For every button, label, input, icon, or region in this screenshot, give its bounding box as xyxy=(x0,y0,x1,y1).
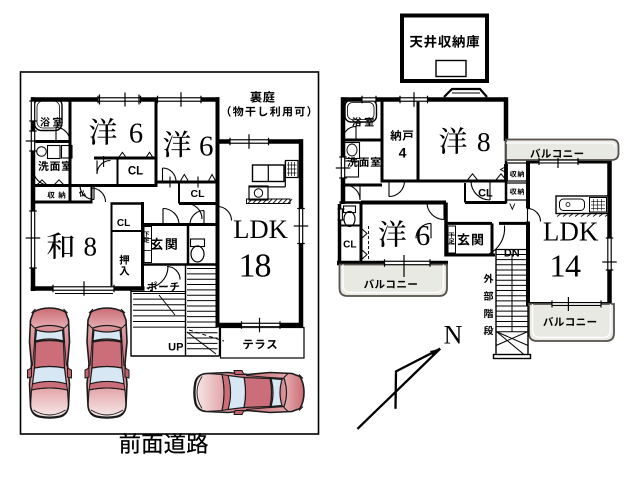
svg-text:14: 14 xyxy=(550,248,582,284)
svg-text:CL: CL xyxy=(191,188,206,200)
svg-text:CL: CL xyxy=(117,218,130,229)
svg-text:CL: CL xyxy=(128,165,143,177)
svg-text:DN: DN xyxy=(504,248,520,260)
svg-text:8: 8 xyxy=(84,231,98,261)
svg-text:LDK: LDK xyxy=(543,216,599,246)
svg-text:6: 6 xyxy=(199,130,214,162)
svg-text:8: 8 xyxy=(477,126,491,157)
svg-text:UP: UP xyxy=(168,342,183,354)
svg-text:6: 6 xyxy=(416,220,431,252)
svg-text:18: 18 xyxy=(239,248,271,285)
svg-text:LDK: LDK xyxy=(233,214,287,244)
svg-text:6: 6 xyxy=(129,119,143,150)
svg-text:CL: CL xyxy=(478,187,493,199)
svg-text:4: 4 xyxy=(399,145,407,161)
svg-text:CL: CL xyxy=(343,240,356,251)
svg-text:N: N xyxy=(444,320,463,349)
